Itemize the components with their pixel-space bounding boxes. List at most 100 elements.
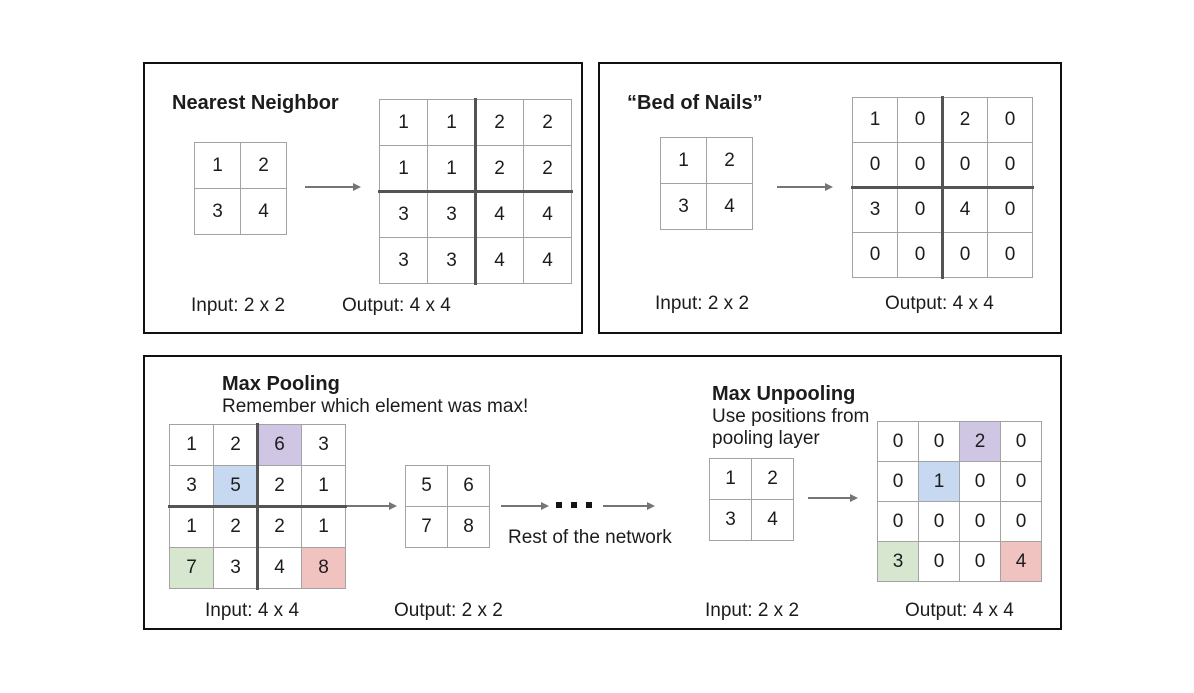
grid-cell: 5 — [406, 466, 447, 506]
grid-cell: 0 — [853, 233, 897, 277]
grid-cell: 2 — [524, 100, 571, 145]
grid-cell: 3 — [380, 192, 427, 237]
max-pooling-unpooling-panel: Max Pooling Remember which element was m… — [143, 355, 1062, 630]
max-unpooling-subtitle-line2: pooling layer — [712, 428, 820, 449]
grid-cell: 1 — [710, 459, 751, 499]
ellipsis-icon — [556, 502, 592, 508]
nearest-neighbor-title: Nearest Neighbor — [172, 92, 339, 114]
grid-cell: 1 — [380, 100, 427, 145]
grid-cell: 0 — [1001, 422, 1041, 461]
grid-cell: 1 — [170, 425, 213, 465]
grid-cell: 4 — [476, 192, 523, 237]
arrow-icon — [305, 183, 361, 191]
grid-cell: 7 — [406, 507, 447, 547]
grid-cell: 0 — [943, 233, 987, 277]
grid-cell: 4 — [943, 188, 987, 232]
grid-cell: 2 — [476, 100, 523, 145]
mu-input-label: Input: 2 x 2 — [705, 600, 800, 621]
arrow-icon — [777, 183, 833, 191]
grid-cell: 2 — [943, 98, 987, 142]
arrow-icon — [501, 502, 549, 510]
grid-cell: 6 — [258, 425, 301, 465]
grid-cell: 0 — [898, 143, 942, 187]
arrow-icon — [347, 502, 397, 510]
grid-cell: 3 — [853, 188, 897, 232]
grid-cell: 1 — [302, 466, 345, 506]
grid-cell: 1 — [195, 143, 240, 188]
grid-cell: 2 — [258, 466, 301, 506]
grid-cell: 3 — [878, 542, 918, 581]
grid-cell: 0 — [943, 143, 987, 187]
grid-cell: 0 — [960, 502, 1000, 541]
grid-cell: 0 — [898, 98, 942, 142]
grid-cell: 4 — [524, 192, 571, 237]
grid-cell: 2 — [476, 146, 523, 191]
grid-cell: 3 — [710, 500, 751, 540]
grid-cell: 1 — [853, 98, 897, 142]
grid-cell: 2 — [214, 507, 257, 547]
grid-cell: 4 — [1001, 542, 1041, 581]
nn-output-label: Output: 4 x 4 — [342, 295, 451, 316]
grid-cell: 1 — [428, 146, 475, 191]
mp-output-label: Output: 2 x 2 — [394, 600, 503, 621]
arrow-icon — [808, 494, 858, 502]
max-unpooling-title: Max Unpooling — [712, 383, 856, 405]
grid-cell: 2 — [241, 143, 286, 188]
grid-cell: 3 — [302, 425, 345, 465]
grid-cell: 3 — [380, 238, 427, 283]
grid-cell: 2 — [524, 146, 571, 191]
grid-cell: 3 — [214, 548, 257, 588]
grid-cell: 2 — [707, 138, 752, 183]
grid-cell: 1 — [428, 100, 475, 145]
grid-cell: 0 — [853, 143, 897, 187]
mp-input-label: Input: 4 x 4 — [205, 600, 300, 621]
grid-cell: 1 — [380, 146, 427, 191]
grid-cell: 8 — [302, 548, 345, 588]
max-pooling-title: Max Pooling — [222, 373, 340, 395]
grid-cell: 3 — [661, 184, 706, 229]
bed-of-nails-title: “Bed of Nails” — [627, 92, 763, 114]
grid-cell: 2 — [752, 459, 793, 499]
grid-cell: 2 — [214, 425, 257, 465]
grid-cell: 4 — [241, 189, 286, 234]
grid-cell: 0 — [919, 502, 959, 541]
grid-cell: 3 — [428, 192, 475, 237]
bon-input-label: Input: 2 x 2 — [655, 293, 750, 314]
grid-cell: 0 — [988, 188, 1032, 232]
max-pooling-subtitle: Remember which element was max! — [222, 396, 529, 417]
grid-cell: 0 — [1001, 462, 1041, 501]
grid-cell: 0 — [919, 542, 959, 581]
grid-cell: 0 — [1001, 502, 1041, 541]
grid-cell: 4 — [524, 238, 571, 283]
grid-cell: 0 — [878, 502, 918, 541]
mu-output-label: Output: 4 x 4 — [905, 600, 1014, 621]
grid-cell: 4 — [476, 238, 523, 283]
grid-cell: 0 — [878, 462, 918, 501]
grid-cell: 0 — [960, 542, 1000, 581]
grid-cell: 6 — [448, 466, 489, 506]
grid-cell: 2 — [960, 422, 1000, 461]
grid-cell: 8 — [448, 507, 489, 547]
grid-cell: 3 — [428, 238, 475, 283]
grid-cell: 4 — [752, 500, 793, 540]
grid-cell: 3 — [170, 466, 213, 506]
grid-cell: 1 — [302, 507, 345, 547]
nn-input-label: Input: 2 x 2 — [191, 295, 286, 316]
grid-cell: 0 — [919, 422, 959, 461]
grid-cell: 5 — [214, 466, 257, 506]
max-unpooling-subtitle-line1: Use positions from — [712, 406, 870, 427]
grid-cell: 0 — [988, 233, 1032, 277]
grid-cell: 3 — [195, 189, 240, 234]
grid-cell: 0 — [878, 422, 918, 461]
grid-cell: 0 — [960, 462, 1000, 501]
